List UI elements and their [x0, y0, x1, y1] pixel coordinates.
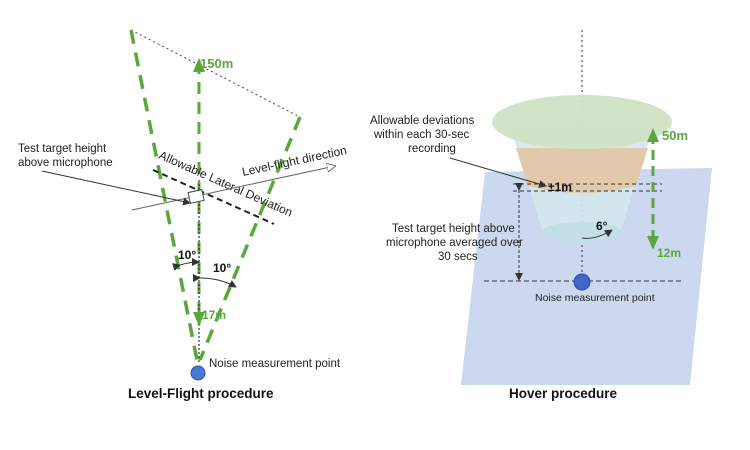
label-dev-1: Allowable deviations [370, 115, 474, 127]
label-level-flight-direction: Level-flight direction [241, 143, 348, 179]
wedge-top-dotted-line [130, 29, 301, 118]
label-target-1: Test target height above [392, 223, 515, 235]
label-6deg: 6° [596, 219, 608, 233]
dev-pointer [449, 157, 547, 188]
test-target-pointer [41, 170, 191, 206]
arrow-12m [647, 236, 659, 250]
hover-diagram: ±1m Allowable deviations within each 30-… [370, 30, 712, 401]
label-noise-point-left: Noise measurement point [209, 358, 341, 370]
wedge-left-green-line [129, 29, 199, 361]
label-dev-2: within each 30-sec [373, 129, 469, 141]
arrow-50m [647, 128, 659, 142]
noise-measurement-point-left [190, 365, 206, 381]
label-10deg-right: 10° [213, 261, 231, 275]
label-pm1m: ±1m [548, 180, 572, 194]
aircraft-marker [187, 189, 205, 204]
angle-arc-left [172, 258, 200, 271]
label-10deg-left: 10° [178, 248, 196, 262]
angle-6deg-arc [581, 229, 613, 239]
label-target-2: microphone averaged over [386, 237, 523, 249]
arrow-17m [193, 312, 205, 326]
label-dev-3: recording [408, 143, 456, 155]
arrow-150m [193, 58, 205, 72]
label-50m: 50m [662, 128, 688, 143]
level-flight-diagram: 150m 17m Allowable Lateral Deviation Lev… [18, 29, 348, 401]
label-150m: 150m [200, 56, 233, 71]
label-test-target-1: Test target height [18, 143, 107, 155]
flight-direction-line [131, 166, 335, 211]
deviation-band [516, 148, 648, 193]
cone-top-ellipse [492, 95, 672, 149]
label-test-target-2: above microphone [18, 157, 113, 169]
wedge-right-green-line [198, 116, 302, 361]
label-17m: 17m [202, 308, 226, 322]
caption-level-flight: Level-Flight procedure [128, 386, 274, 401]
caption-hover: Hover procedure [509, 386, 618, 401]
lateral-deviation-line [152, 169, 275, 225]
angle-arc-right [192, 273, 237, 288]
label-target-3: 30 secs [438, 251, 478, 263]
label-12m: 12m [657, 246, 681, 260]
noise-measurement-point-right [573, 273, 591, 291]
cone-bottom [542, 222, 622, 242]
label-noise-point-right: Noise measurement point [535, 292, 655, 304]
